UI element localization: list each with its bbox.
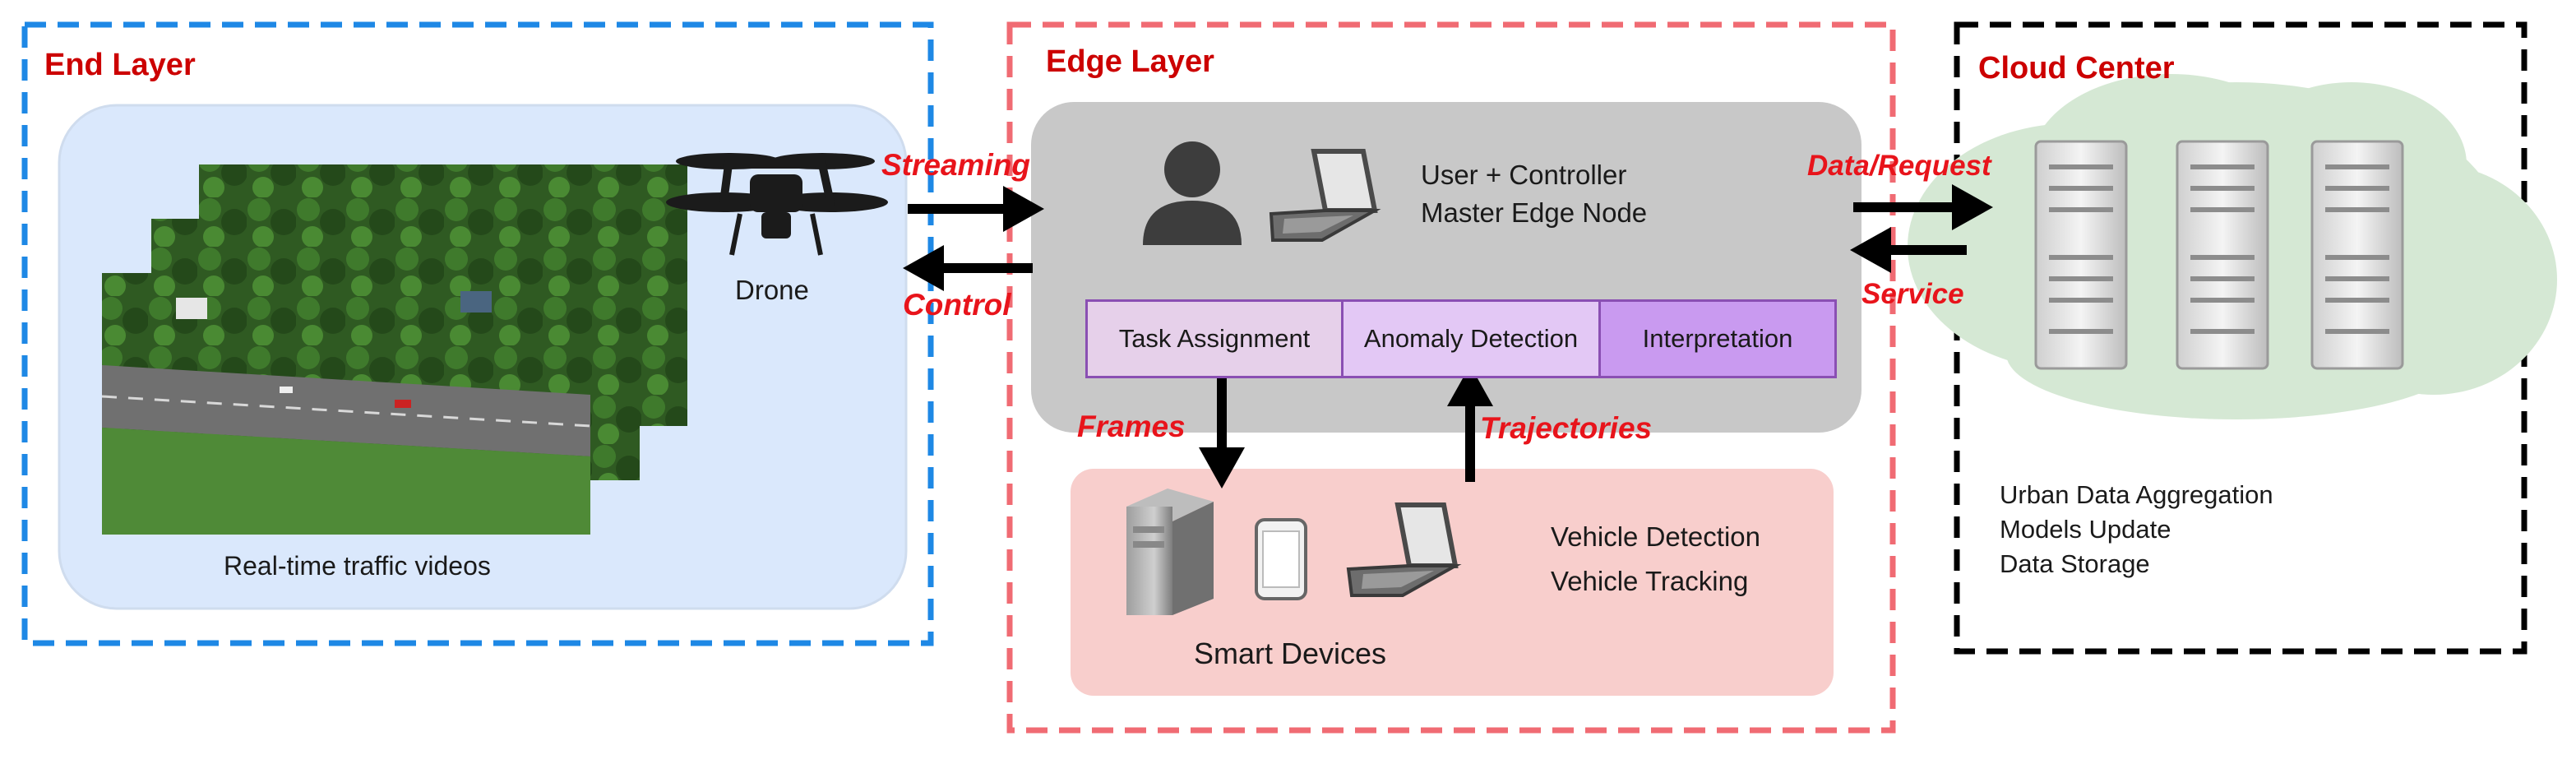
edge-layer-border (1006, 21, 1896, 734)
cloud-function-aggregation: Urban Data Aggregation (2000, 480, 2273, 509)
server-rack-icon (2176, 140, 2269, 370)
server-rack-icon (2034, 140, 2128, 370)
flow-label-service: Service (1861, 278, 1964, 310)
end-layer-title: End Layer (44, 48, 196, 82)
cloud-function-data-storage: Data Storage (2000, 549, 2150, 578)
device-task-detection: Vehicle Detection (1551, 521, 1760, 552)
laptop-icon (1346, 502, 1462, 597)
flow-label-streaming: Streaming (881, 148, 1030, 182)
arrow-icon (1853, 184, 1993, 230)
arrow-icon (908, 186, 1044, 232)
arrow-icon (1850, 227, 1967, 273)
server-tower-icon (1126, 488, 1214, 615)
videos-label: Real-time traffic videos (224, 551, 491, 581)
cloud-function-models-update: Models Update (2000, 515, 2171, 544)
drone-icon (666, 153, 888, 256)
smartphone-icon (1255, 518, 1307, 600)
module-anomaly-detection: Anomaly Detection (1341, 299, 1601, 378)
server-rack-icon (2310, 140, 2404, 370)
flow-label-frames: Frames (1077, 410, 1186, 443)
flow-label-data-request: Data/Request (1807, 150, 1991, 182)
smart-devices-label: Smart Devices (1194, 637, 1387, 670)
arrow-icon (1199, 372, 1245, 488)
arrow-icon (1447, 365, 1493, 482)
flow-label-trajectories: Trajectories (1480, 411, 1653, 445)
end-layer-border (21, 21, 934, 646)
module-interpretation: Interpretation (1598, 299, 1837, 378)
user-icon (1143, 141, 1242, 245)
video-frames-illustration (101, 164, 687, 535)
laptop-icon (1269, 149, 1381, 242)
controller-line1: User + Controller (1421, 160, 1627, 190)
drone-label: Drone (735, 275, 809, 305)
controller-line2: Master Edge Node (1421, 197, 1648, 228)
edge-controller-panel (1031, 102, 1861, 433)
module-task-assignment: Task Assignment (1085, 299, 1343, 378)
cloud-center-border (1954, 21, 2527, 655)
device-task-tracking: Vehicle Tracking (1551, 566, 1749, 596)
edge-layer-title: Edge Layer (1046, 44, 1214, 79)
arrow-icon (903, 245, 1033, 291)
flow-label-control: Control (903, 288, 1011, 322)
cloud-center-title: Cloud Center (1978, 51, 2175, 86)
